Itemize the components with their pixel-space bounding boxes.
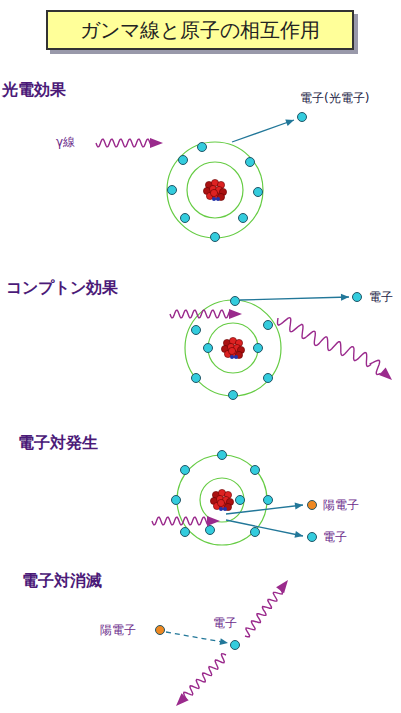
- electron-orbit: [187, 162, 243, 218]
- electron-orbit: [167, 142, 263, 238]
- particle-label: 電子(光電子): [300, 90, 369, 107]
- electron: [308, 533, 317, 542]
- positron: [156, 626, 165, 635]
- arrow-head: [341, 294, 349, 301]
- electron-orbit: [208, 323, 258, 373]
- electron: [231, 641, 240, 650]
- arrow-head: [294, 531, 303, 538]
- nucleon: [234, 355, 238, 359]
- electron: [172, 496, 181, 505]
- electron: [168, 186, 177, 195]
- gamma-ray: [170, 310, 230, 318]
- ray-label: γ線: [56, 134, 75, 151]
- electron: [264, 374, 273, 383]
- electron: [192, 326, 201, 335]
- arrow-head: [150, 138, 163, 148]
- scattered-gamma-ray: [278, 318, 381, 375]
- arrow-head: [276, 580, 288, 593]
- nucleon: [219, 507, 223, 511]
- electron: [246, 158, 255, 167]
- particle-label: 電子: [323, 529, 347, 546]
- electron: [206, 526, 215, 535]
- particle-label: 陽電子: [100, 622, 136, 639]
- electron: [254, 188, 263, 197]
- gamma-ray: [184, 654, 226, 698]
- electron: [192, 374, 201, 383]
- nucleon: [217, 499, 224, 506]
- electron-track: [166, 632, 228, 643]
- electron-orbit: [177, 455, 267, 545]
- nucleon: [230, 355, 234, 359]
- electron: [251, 466, 260, 475]
- electron-track: [232, 120, 294, 142]
- gamma-ray: [96, 139, 151, 147]
- particle-label: 電子: [369, 289, 393, 306]
- electron-track: [226, 505, 303, 514]
- section-heading: 電子対発生: [18, 433, 98, 454]
- section-heading: コンプトン効果: [6, 278, 118, 299]
- electron: [251, 528, 260, 537]
- title: ガンマ線と原子の相互作用: [46, 10, 354, 50]
- nucleon: [210, 189, 217, 196]
- particle-label: 電子: [213, 615, 237, 632]
- electron-orbit: [200, 478, 244, 522]
- electron: [264, 496, 273, 505]
- electron: [229, 391, 238, 400]
- nucleon: [212, 197, 216, 201]
- electron: [236, 496, 245, 505]
- electron: [298, 113, 307, 122]
- electron: [198, 143, 207, 152]
- electron: [181, 214, 190, 223]
- nucleon: [228, 347, 235, 354]
- electron-track: [226, 520, 303, 536]
- section-heading: 光電効果: [2, 80, 66, 101]
- arrow-head: [295, 502, 303, 509]
- electron: [181, 528, 190, 537]
- electron: [254, 344, 263, 353]
- particle-label: 陽電子: [323, 497, 359, 514]
- arrow-head: [229, 309, 242, 319]
- gamma-ray: [245, 590, 283, 637]
- electron: [239, 214, 248, 223]
- electron: [179, 156, 188, 165]
- arrow-head: [220, 638, 228, 645]
- electron: [231, 297, 240, 306]
- electron: [264, 321, 273, 330]
- arrow-head: [285, 119, 294, 126]
- section-heading: 電子対消滅: [22, 571, 102, 592]
- positron: [308, 501, 317, 510]
- nucleon: [216, 197, 220, 201]
- electron: [353, 293, 362, 302]
- electron: [204, 344, 213, 353]
- arrow-head: [176, 693, 189, 706]
- nucleon: [223, 507, 227, 511]
- arrow-head: [207, 516, 220, 526]
- electron: [218, 451, 227, 460]
- electron: [211, 233, 220, 242]
- electron-track: [240, 297, 349, 300]
- electron-orbit: [185, 300, 281, 396]
- arrow-head: [379, 368, 392, 380]
- gamma-ray: [152, 517, 208, 525]
- electron: [181, 466, 190, 475]
